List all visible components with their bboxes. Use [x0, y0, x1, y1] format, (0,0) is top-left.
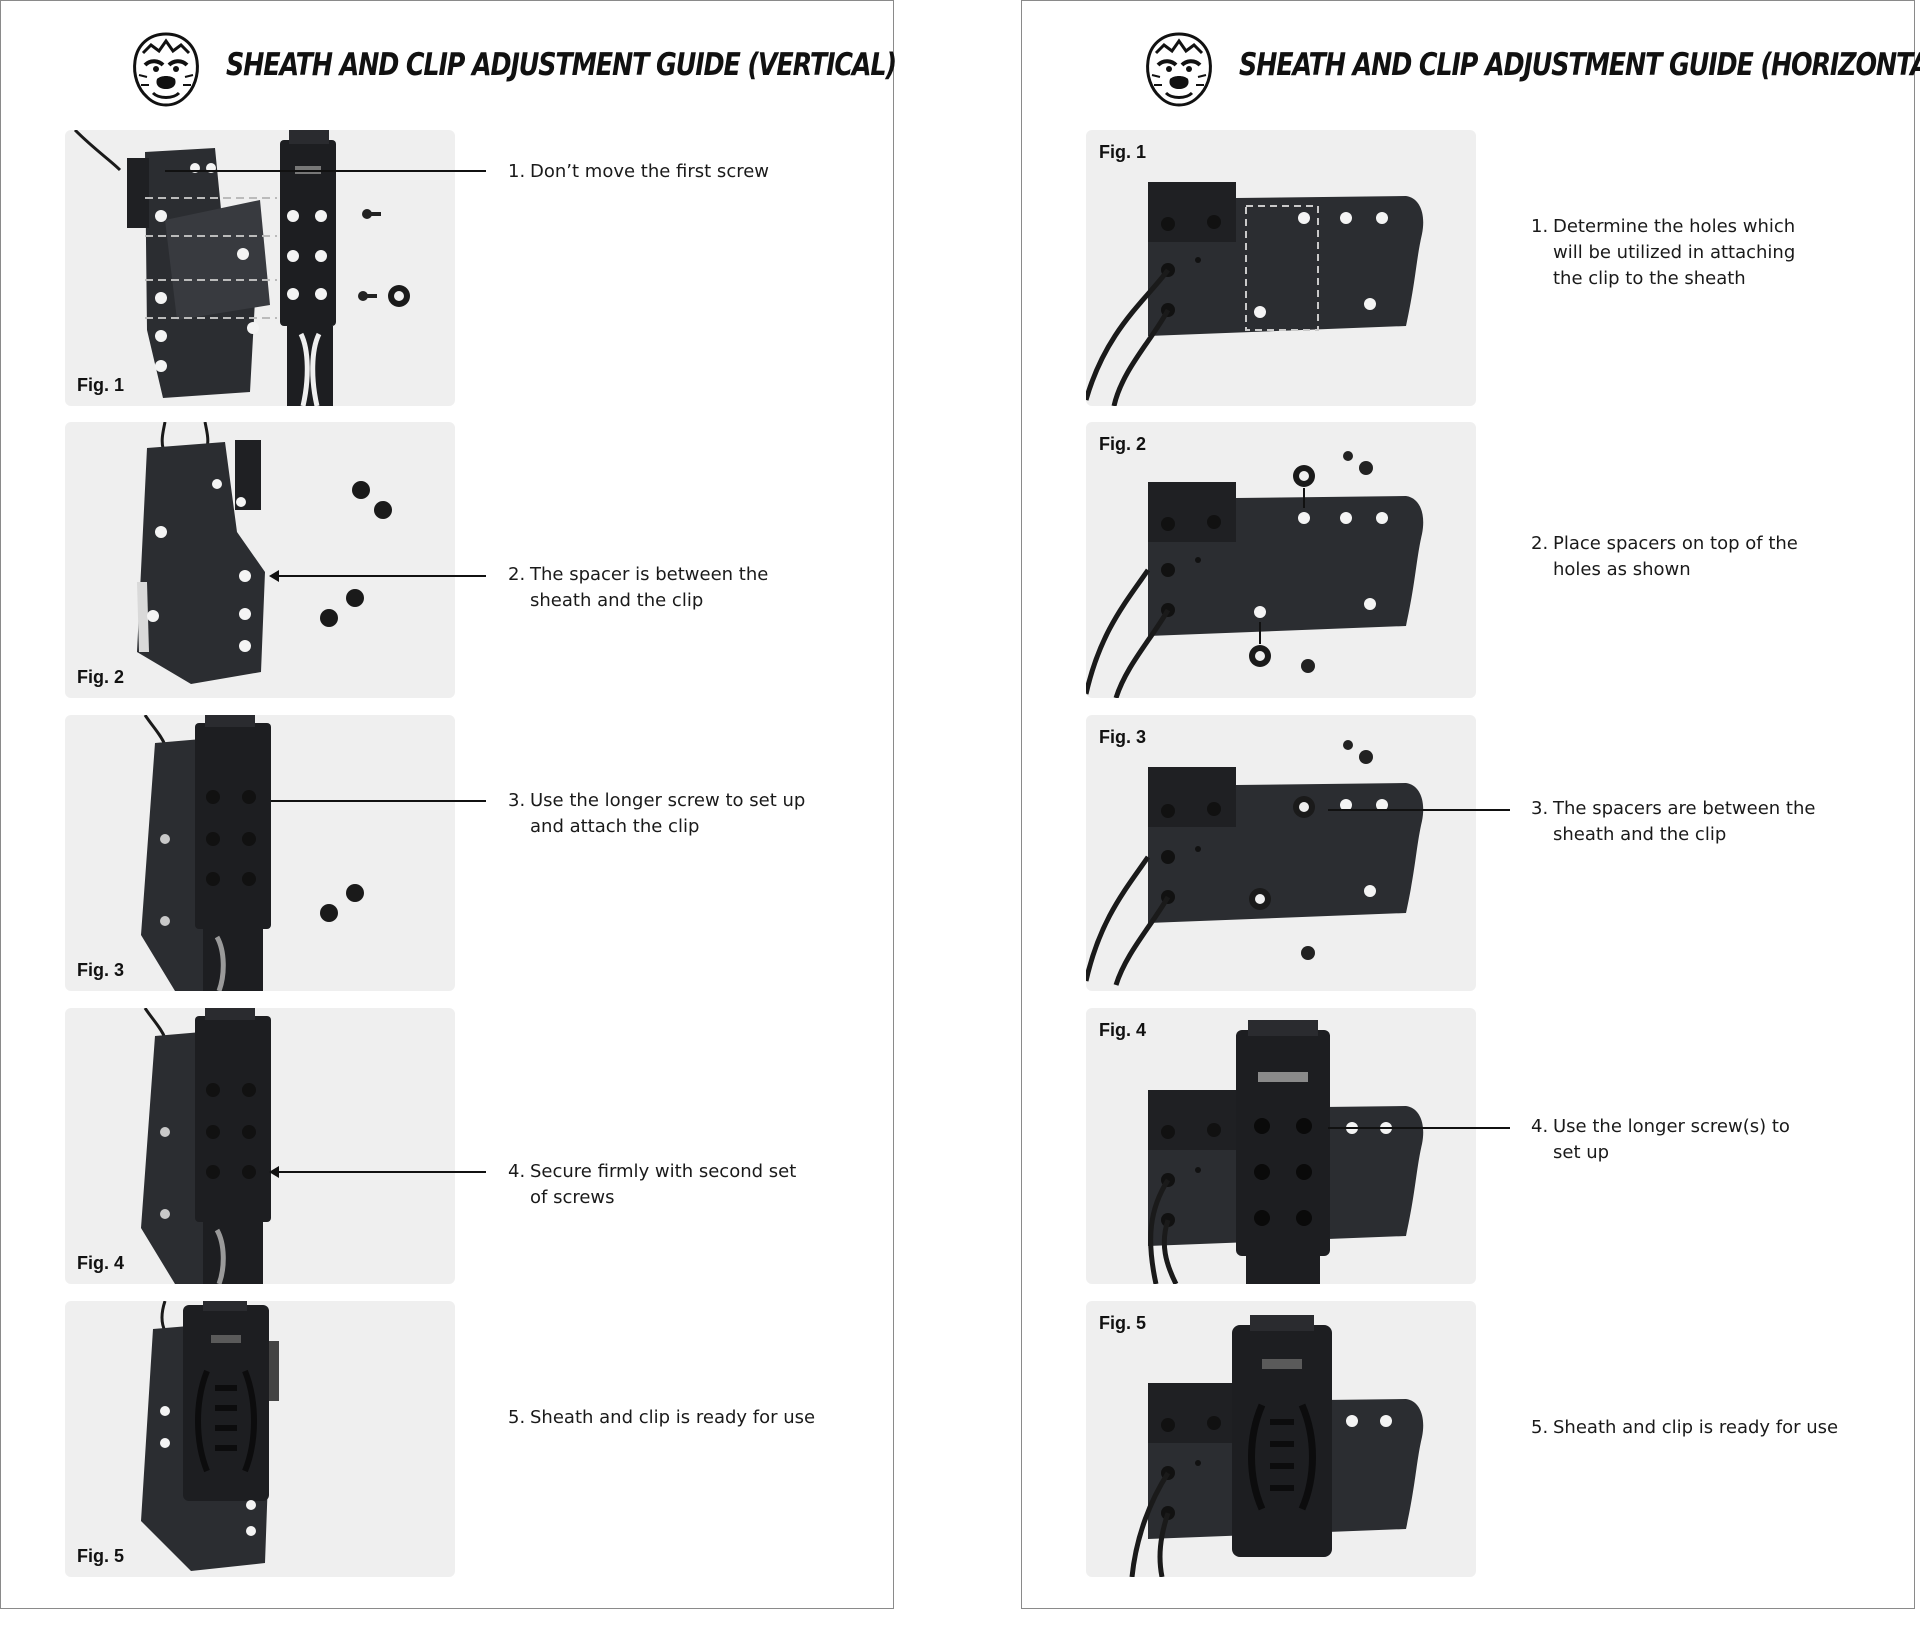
step-1-text: 1.Determine the holes which will be util…	[1531, 216, 1796, 289]
figure-2-illustration	[1086, 451, 1424, 698]
figure-2-label: Fig. 2	[77, 667, 125, 687]
figure-3-label: Fig. 3	[77, 960, 125, 980]
figure-5-label: Fig. 5	[77, 1546, 125, 1566]
figure-1-label: Fig. 1	[77, 375, 125, 395]
figure-2-illustration	[137, 422, 392, 684]
step-1-text: 1.Don’t move the first screw	[508, 161, 770, 182]
page-header: SHEATH AND CLIP ADJUSTMENT GUIDE (VERTIC…	[1, 29, 897, 109]
vertical-guide-page: SHEATH AND CLIP ADJUSTMENT GUIDE (VERTIC…	[0, 0, 897, 1609]
figure-5-illustration	[141, 1301, 279, 1571]
step-5-text: 5.Sheath and clip is ready for use	[1531, 1417, 1839, 1438]
step-2-text: 2.The spacer is between the sheath and t…	[508, 564, 769, 611]
figure-2: Fig. 2	[1086, 422, 1476, 698]
step-4-text: 4.Use the longer screw(s) to set up	[1531, 1116, 1790, 1163]
figure-4-label: Fig. 4	[77, 1253, 125, 1273]
page-header: SHEATH AND CLIP ADJUSTMENT GUIDE (HORIZO…	[1022, 29, 1920, 109]
step-2-text: 2.Place spacers on top of the holes as s…	[1531, 533, 1798, 580]
figure-3: Fig. 3	[65, 715, 455, 991]
figure-4-illustration	[1148, 1020, 1424, 1284]
figure-3: Fig. 3	[1086, 715, 1476, 991]
figure-5: Fig. 5	[65, 1301, 455, 1577]
figure-5-illustration	[1129, 1315, 1424, 1577]
figure-4-illustration	[141, 1008, 271, 1284]
horizontal-guide-page: SHEATH AND CLIP ADJUSTMENT GUIDE (HORIZO…	[1021, 0, 1920, 1609]
figure-1-label: Fig. 1	[1099, 142, 1147, 162]
figure-3-illustration	[141, 715, 364, 991]
figure-5-label: Fig. 5	[1099, 1313, 1147, 1333]
figure-4-pointer-arrow	[269, 1166, 486, 1178]
figure-1: Fig. 1	[65, 130, 455, 406]
figure-1-illustration	[1086, 182, 1424, 406]
figure-2-label: Fig. 2	[1099, 434, 1147, 454]
figure-4: Fig. 4	[65, 1008, 455, 1284]
figure-3-illustration	[1086, 740, 1424, 986]
figure-3-pointer-line	[271, 800, 486, 802]
figure-1: Fig. 1	[1086, 130, 1476, 406]
step-3-text: 3.The spacers are between the sheath and…	[1531, 798, 1816, 845]
figure-2: Fig. 2	[65, 422, 455, 698]
figure-4: Fig. 4	[1086, 1008, 1476, 1284]
figure-2-pointer-arrow	[269, 570, 486, 582]
figure-1-illustration	[73, 130, 410, 406]
figure-1-pointer-line	[165, 170, 486, 172]
step-3-text: 3.Use the longer screw to set up and att…	[508, 790, 806, 837]
figure-5: Fig. 5	[1086, 1301, 1476, 1577]
page-title: SHEATH AND CLIP ADJUSTMENT GUIDE (VERTIC…	[226, 47, 897, 83]
figure-4-label: Fig. 4	[1099, 1020, 1147, 1040]
step-5-text: 5.Sheath and clip is ready for use	[508, 1407, 816, 1428]
step-4-text: 4.Secure firmly with second set of screw…	[508, 1161, 797, 1208]
gorilla-logo-icon	[1146, 32, 1212, 107]
figure-4-pointer-line	[1328, 1127, 1510, 1129]
figure-3-pointer-line	[1328, 809, 1510, 811]
page-title: SHEATH AND CLIP ADJUSTMENT GUIDE (HORIZO…	[1239, 47, 1920, 83]
gorilla-logo-icon	[133, 32, 199, 107]
figure-3-label: Fig. 3	[1099, 727, 1147, 747]
